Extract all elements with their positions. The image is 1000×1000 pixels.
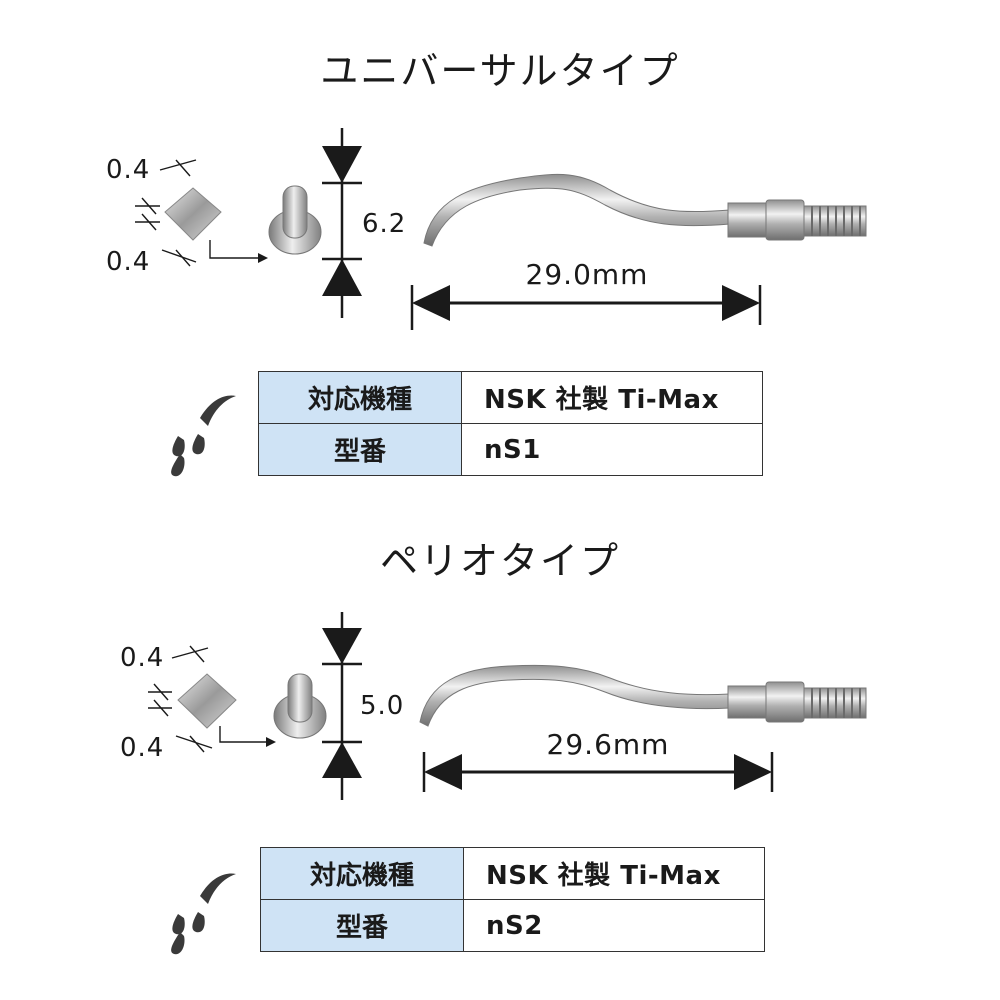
cross-section-top-label: 0.4: [106, 155, 150, 185]
compatible-model-label: 対応機種: [258, 371, 462, 424]
tip-height-label: 5.0: [360, 691, 404, 721]
tip-height-label: 6.2: [362, 209, 406, 239]
model-number-value: nS1: [461, 423, 763, 476]
table-row: 型番 nS2: [260, 899, 765, 952]
cross-section-dimension-lines: [135, 159, 258, 267]
cross-section-diamond: [177, 673, 237, 729]
section-universal: ユニバーサルタイプ: [106, 49, 867, 477]
section-perio: ペリオタイプ 0.4 0.4: [0, 500, 1000, 1000]
cross-section-top-label: 0.4: [120, 643, 164, 673]
universal-tip-diagram: 0.4 0.4 6.2: [106, 128, 867, 477]
model-number-value: nS2: [463, 899, 765, 952]
model-number-label: 型番: [260, 899, 464, 952]
tip-end-view: [268, 185, 322, 255]
water-drop-icon: [171, 395, 236, 477]
tip-end-view: [273, 673, 327, 739]
cross-section-diamond: [164, 187, 222, 241]
scaler-tip-image: [419, 664, 867, 727]
tip-height-dimension: [322, 612, 362, 800]
length-dimension: [410, 285, 762, 330]
section-title: ペリオタイプ: [379, 539, 620, 583]
model-number-label: 型番: [258, 423, 462, 476]
compatible-model-value: NSK 社製 Ti-Max: [463, 847, 765, 900]
water-drop-icon: [171, 873, 236, 955]
tip-height-dimension: [322, 128, 362, 318]
table-row: 対応機種 NSK 社製 Ti-Max: [260, 847, 765, 900]
spec-table: 対応機種 NSK 社製 Ti-Max 型番 nS1: [258, 371, 763, 476]
compatible-model-value: NSK 社製 Ti-Max: [461, 371, 763, 424]
scaler-tip-image: [423, 173, 867, 247]
pointer-arrow-icon: [266, 737, 276, 747]
cross-section-dimension-lines: [148, 645, 266, 753]
compatible-model-label: 対応機種: [260, 847, 464, 900]
section-title: ユニバーサルタイプ: [320, 49, 680, 93]
length-dimension: [422, 752, 774, 792]
cross-section-bottom-label: 0.4: [106, 247, 150, 277]
length-label: 29.6mm: [547, 728, 670, 761]
cross-section-bottom-label: 0.4: [120, 733, 164, 763]
table-row: 対応機種 NSK 社製 Ti-Max: [258, 371, 763, 424]
spec-table: 対応機種 NSK 社製 Ti-Max 型番 nS2: [260, 847, 765, 952]
length-label: 29.0mm: [526, 258, 649, 291]
table-row: 型番 nS1: [258, 423, 763, 476]
perio-tip-diagram: 0.4 0.4 5.0: [120, 612, 867, 955]
pointer-arrow-icon: [258, 253, 268, 263]
